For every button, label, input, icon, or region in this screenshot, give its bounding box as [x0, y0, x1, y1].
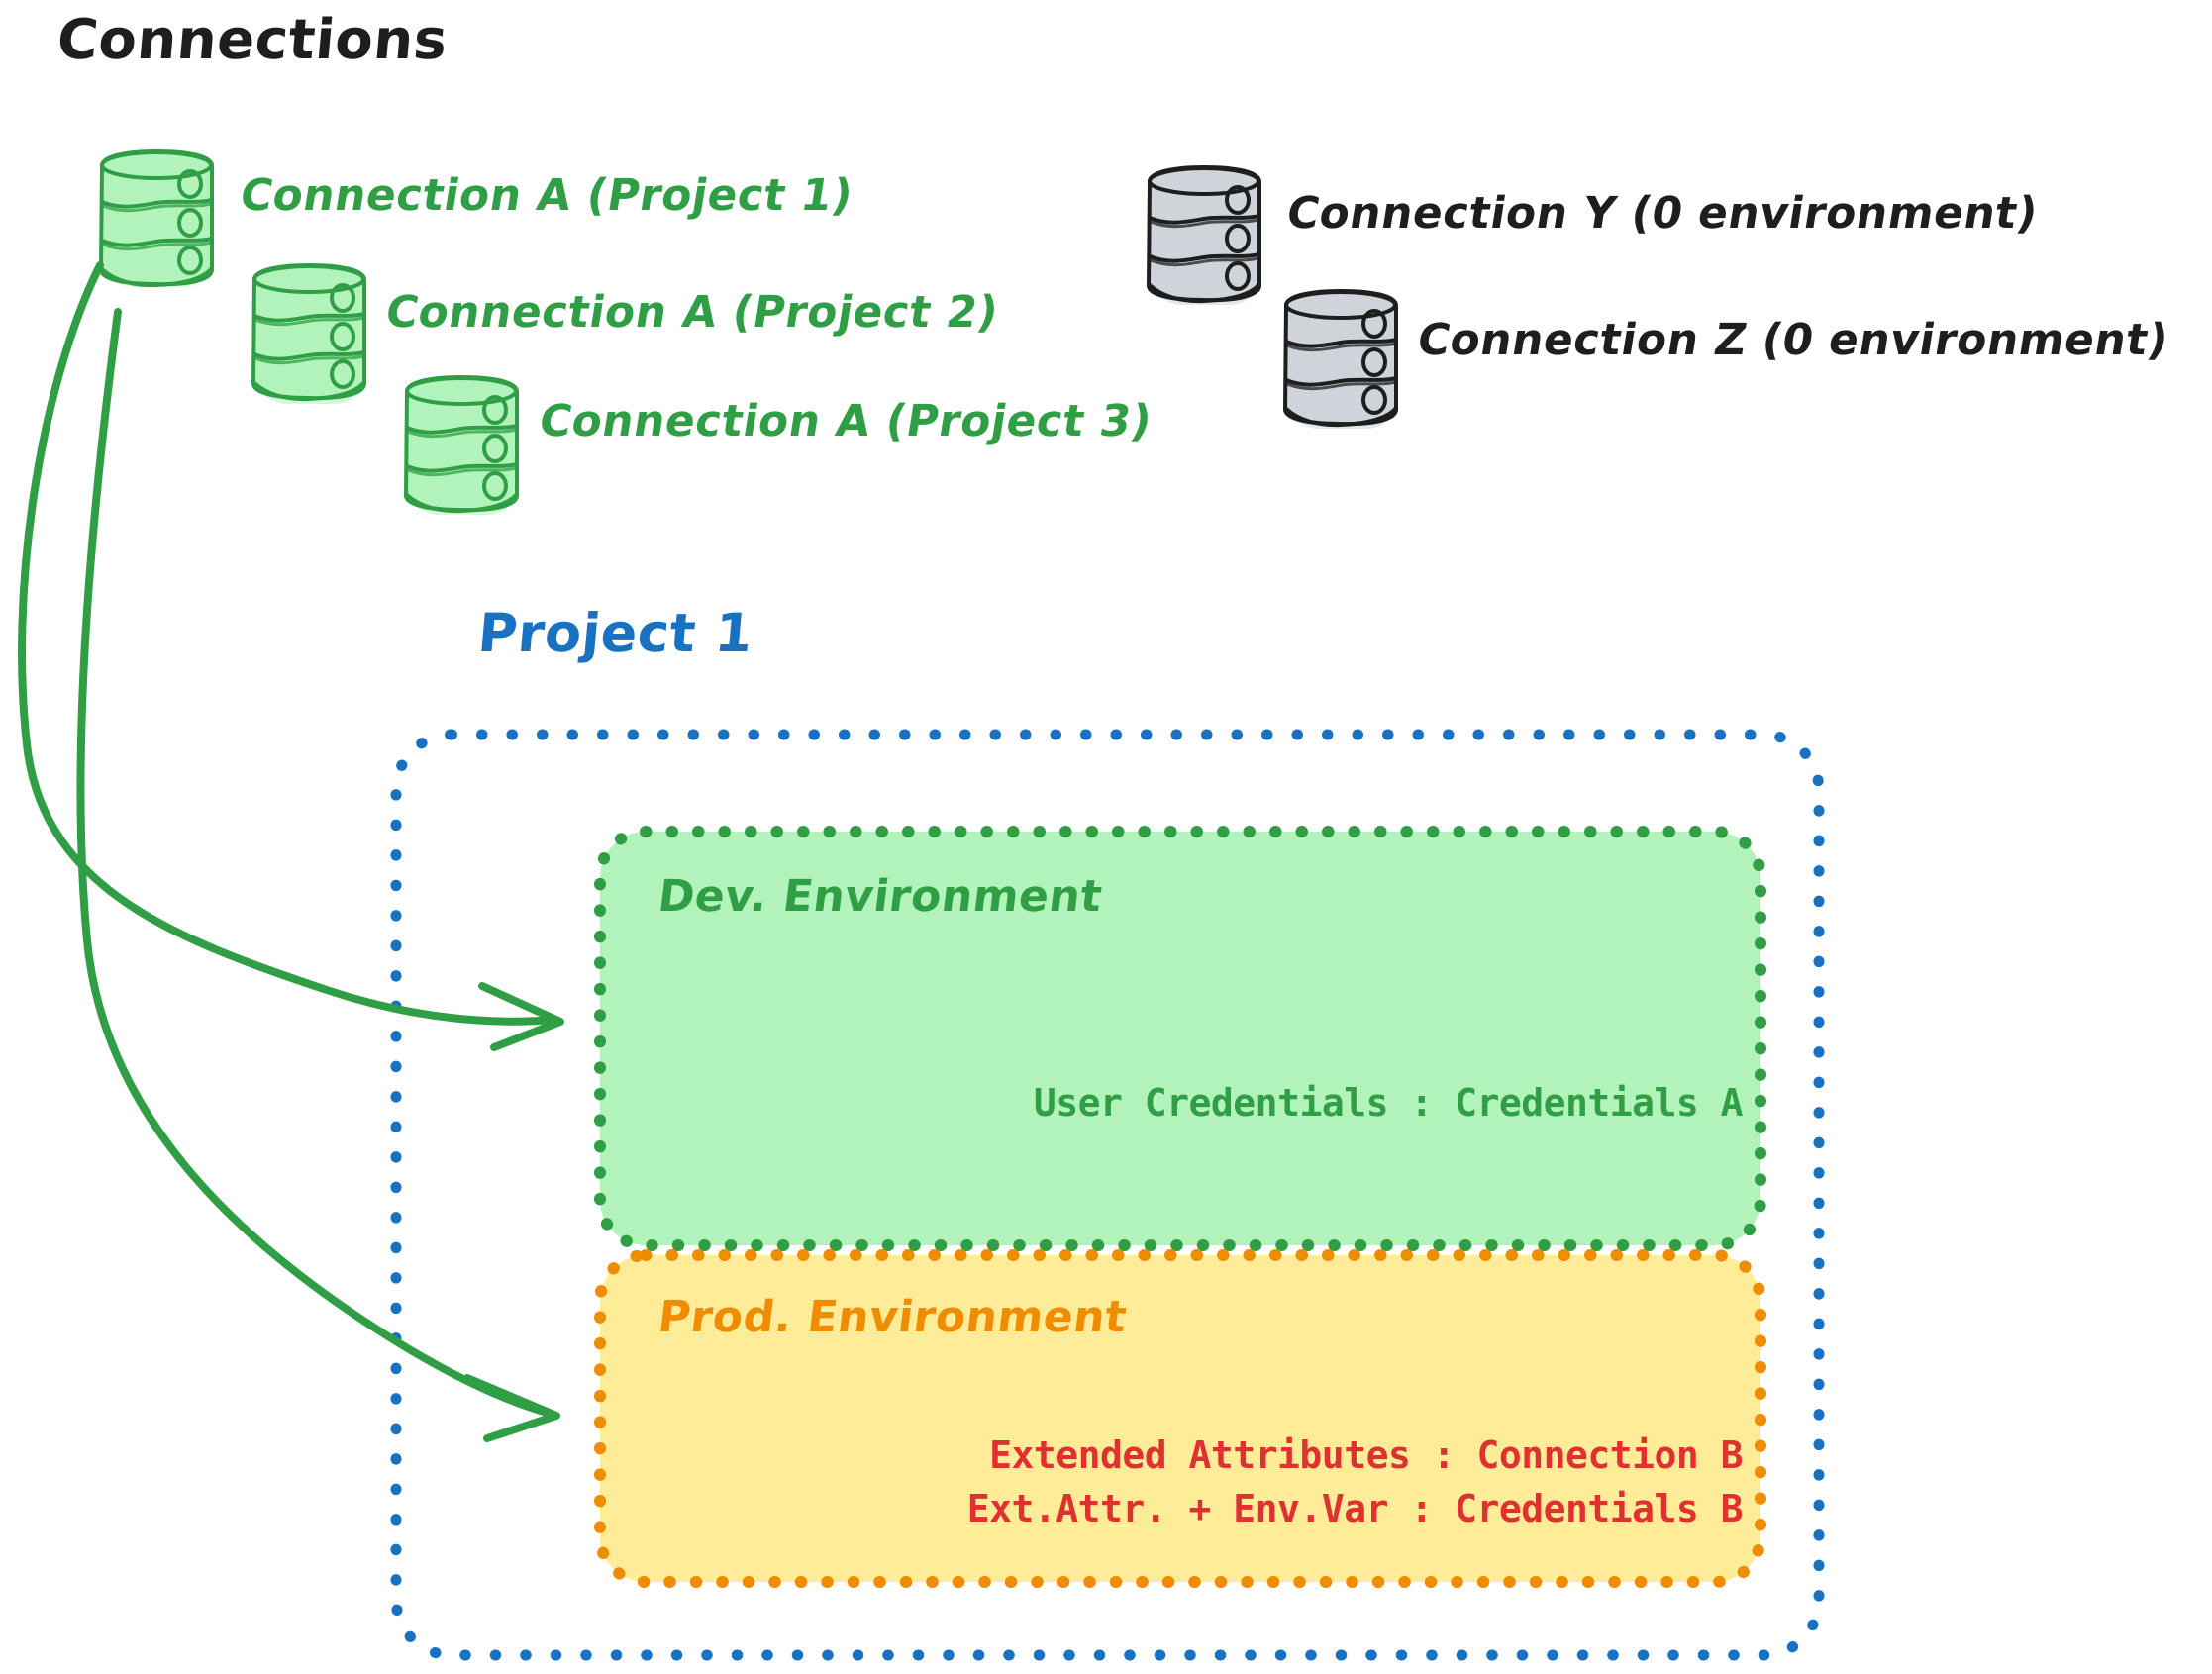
connection-label-conn-a-project-1[interactable]: Connection A (Project 1) [237, 170, 856, 221]
connection-label-conn-y[interactable]: Connection Y (0 environment) [1283, 188, 2042, 239]
dev-environment-row-0: User Credentials : Credentials A [1033, 1081, 1744, 1125]
arrow-conn-a-to-prod [76, 308, 560, 1442]
connection-label-conn-z[interactable]: Connection Z (0 environment) [1414, 315, 2172, 365]
connection-label-conn-a-project-2[interactable]: Connection A (Project 2) [382, 287, 1002, 338]
dev-environment-title: Dev. Environment [654, 871, 1106, 922]
connection-icon-conn-y[interactable] [1147, 164, 1261, 305]
connection-label-conn-a-project-3[interactable]: Connection A (Project 3) [536, 396, 1156, 446]
connection-icon-conn-a-project-3[interactable] [404, 374, 519, 515]
connection-icon-conn-z[interactable] [1283, 288, 1398, 429]
dev-environment-box [594, 826, 1766, 1251]
prod-environment-row-1: Ext.Attr. + Env.Var : Credentials B [966, 1487, 1744, 1530]
connection-icon-conn-a-project-1[interactable] [99, 148, 214, 288]
project-title: Project 1 [475, 602, 755, 664]
connection-icon-conn-a-project-2[interactable] [251, 262, 366, 404]
prod-environment-box [594, 1249, 1766, 1588]
page-title: Connections [54, 8, 451, 72]
prod-environment-row-0: Extended Attributes : Connection B [989, 1433, 1743, 1477]
prod-environment-title: Prod. Environment [654, 1292, 1130, 1342]
